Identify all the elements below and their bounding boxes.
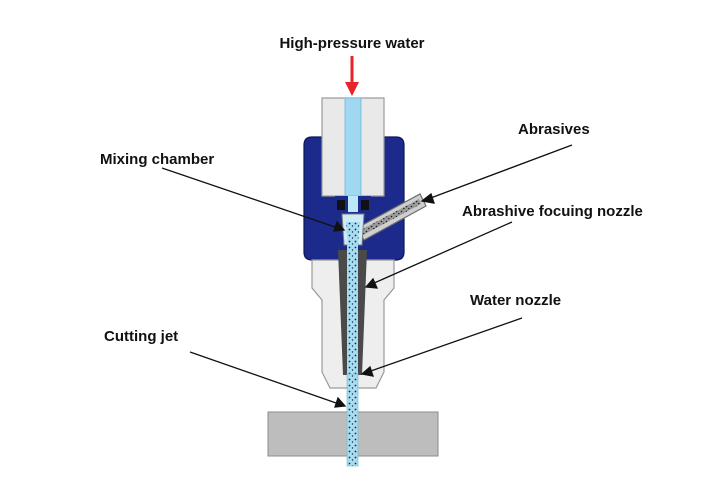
down-arrow-icon [345, 56, 359, 96]
leader-abrasives [420, 144, 573, 204]
leader-cutting-jet [189, 351, 347, 408]
water-inlet [321, 97, 385, 197]
cutting-jet-stream [346, 373, 359, 467]
label-cutting-jet: Cutting jet [104, 328, 178, 345]
label-focusing-nozzle: Abrashive focuing nozzle [462, 203, 643, 220]
leader-water-nozzle [360, 317, 523, 377]
leader-lines [161, 144, 573, 408]
leader-focusing-nozzle [364, 221, 513, 289]
mixing-chamber-region [341, 213, 365, 246]
focusing-tube [338, 244, 367, 375]
orifice [335, 196, 371, 212]
label-water-nozzle: Water nozzle [470, 292, 561, 309]
label-mixing-chamber: Mixing chamber [100, 151, 214, 168]
label-abrasives: Abrasives [518, 121, 590, 138]
leader-mixing-chamber [161, 167, 346, 232]
label-high-pressure-water: High-pressure water [279, 35, 424, 52]
